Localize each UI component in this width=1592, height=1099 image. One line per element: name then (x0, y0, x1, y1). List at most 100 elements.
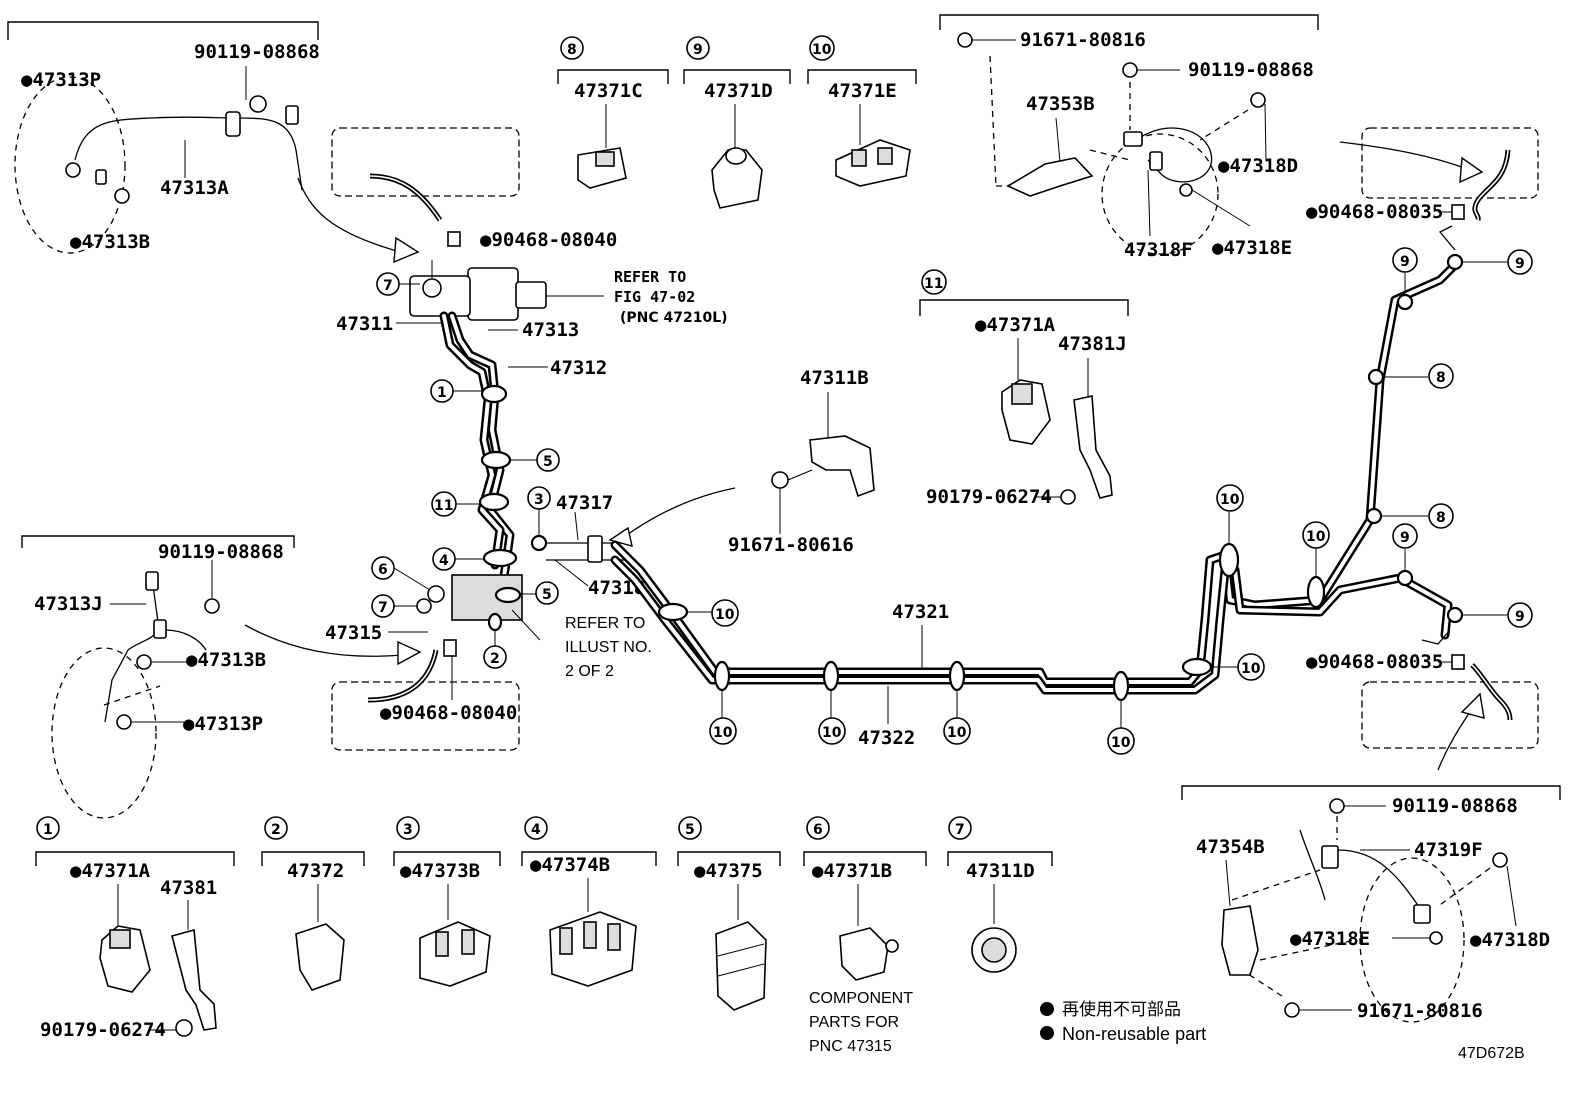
inset-box-mid-left (331, 681, 520, 751)
svg-text:10: 10 (713, 725, 733, 741)
label-47374B: ●47374B (530, 854, 610, 876)
label-47318E-top: ●47318E (1212, 237, 1292, 259)
component-line3: PNC 47315 (809, 1038, 892, 1055)
callout-3: 3 (527, 486, 551, 535)
label-47318F: 47318F (1124, 239, 1193, 261)
group-rear-right-hose: 90119-08868 47354B 47319F ●47318E ●47318… (1181, 785, 1561, 1023)
svg-text:4: 4 (531, 822, 541, 838)
clamp-set-7: 7 47311D (947, 816, 1053, 973)
label-47312: 47312 (550, 357, 607, 379)
svg-text:1: 1 (43, 822, 53, 838)
refer-fig-line1: REFER TO (614, 268, 686, 286)
label-47313: 47313 (522, 319, 579, 341)
callout-2: 2 (483, 630, 507, 669)
bracket-47311B-icon (809, 435, 875, 498)
label-47373B: ●47373B (400, 860, 480, 882)
legend-dot-jp (1040, 1002, 1054, 1016)
refer-illust-line3: 2 OF 2 (565, 663, 614, 680)
callout-7-lower: 7 (371, 594, 418, 618)
clamp-set-6: 6 ●47371B COMPONENT PARTS FOR PNC 47315 (803, 816, 927, 1055)
label-90179-06274-mid: 90179-06274 (926, 486, 1052, 508)
svg-text:1: 1 (437, 385, 447, 401)
label-47311: 47311 (336, 313, 393, 335)
label-47318D-top: ●47318D (1218, 155, 1298, 177)
svg-text:5: 5 (685, 822, 695, 838)
label-47371C: 47371C (574, 80, 643, 102)
label-47318: 47318 (588, 577, 645, 599)
label-47315: 47315 (325, 622, 382, 644)
svg-text:6: 6 (378, 562, 388, 578)
label-47371D: 47371D (704, 80, 773, 102)
clamp-set-4: 4 ●47374B (521, 816, 657, 987)
figure-id: 47D672B (1458, 1045, 1525, 1062)
legend-jp: 再使用不可部品 (1062, 999, 1181, 1020)
callout-7-top: 7 (376, 272, 420, 296)
svg-text:10: 10 (1241, 661, 1261, 677)
label-90468-08035-top: ●90468-08035 (1306, 201, 1443, 223)
clamps-10-main: 10 10 10 10 10 10 10 10 (657, 484, 1330, 755)
label-90468-08040-mid: ●90468-08040 (380, 702, 517, 724)
svg-text:7: 7 (383, 278, 393, 294)
group-front-right-hose: 90119-08868 47313J ●47313B ●47313P (21, 535, 422, 819)
label-90119-08868: 90119-08868 (194, 41, 320, 63)
legend: 再使用不可部品 Non-reusable part (1040, 999, 1206, 1044)
svg-text:10: 10 (1220, 492, 1240, 508)
svg-text:10: 10 (812, 42, 832, 58)
label-47371A-mid: ●47371A (975, 314, 1056, 336)
svg-text:9: 9 (1400, 530, 1410, 546)
label-90468-08035-bottom: ●90468-08035 (1306, 651, 1443, 673)
callout-4: 4 (432, 547, 484, 571)
svg-text:6: 6 (813, 822, 823, 838)
label-47313B: ●47313B (70, 231, 150, 253)
label-91671-80816-bottom: 91671-80816 (1357, 1000, 1483, 1022)
label-47372: 47372 (287, 860, 344, 882)
label-90468-08040-top: ●90468-08040 (480, 229, 617, 251)
clamp-set-1: 1 ●47371A 47381 90179-06274 (35, 816, 235, 1041)
group-front-left-hose: ●47313P 90119-08868 47313A ●47313B (7, 21, 420, 264)
svg-text:5: 5 (542, 587, 552, 603)
svg-text:9: 9 (1515, 256, 1525, 272)
svg-text:10: 10 (1111, 735, 1131, 751)
svg-text:5: 5 (543, 454, 553, 470)
label-47313P-mid: ●47313P (183, 713, 263, 735)
svg-text:10: 10 (947, 725, 967, 741)
label-47375: ●47375 (694, 860, 763, 882)
callout-5-lower: 5 (520, 581, 559, 605)
legend-dot-en (1040, 1026, 1054, 1040)
svg-text:2: 2 (490, 651, 500, 667)
component-line2: PARTS FOR (809, 1014, 899, 1031)
clamp-set-8: 8 47371C (557, 36, 669, 189)
callout-6: 6 (371, 556, 431, 591)
refer-fig-line2: FIG 47-02 (614, 288, 695, 306)
refer-illust-line2: ILLUST NO. (565, 639, 652, 656)
label-47371A-bottom: ●47371A (70, 860, 151, 882)
callout-5-upper: 5 (511, 448, 560, 472)
inset-box-top-left (331, 127, 520, 197)
label-91671-80616: 91671-80616 (728, 534, 854, 556)
label-47354B: 47354B (1196, 836, 1265, 858)
label-47313J: 47313J (34, 593, 103, 615)
clamp-set-2: 2 47372 (261, 816, 365, 991)
label-47311B: 47311B (800, 367, 869, 389)
label-47322: 47322 (858, 727, 915, 749)
label-90179-06274-bottom: 90179-06274 (40, 1019, 166, 1041)
label-47311D: 47311D (966, 860, 1035, 882)
label-90119-08868-top-right: 90119-08868 (1188, 59, 1314, 81)
label-47318D-bottom: ●47318D (1470, 929, 1550, 951)
clamp-1 (480, 384, 508, 404)
refer-illust-line1: REFER TO (565, 615, 645, 632)
clamp-set-10: 10 47371E (807, 35, 917, 187)
label-47318E-bottom: ●47318E (1290, 928, 1370, 950)
refer-fig-line3: (PNC 47210L) (620, 310, 728, 326)
svg-text:10: 10 (1306, 529, 1326, 545)
svg-text:11: 11 (924, 276, 943, 292)
component-line1: COMPONENT (809, 990, 913, 1007)
label-47381: 47381 (160, 877, 217, 899)
callout-11: 11 (431, 491, 480, 517)
svg-text:3: 3 (403, 822, 413, 838)
label-90119-08868-mid: 90119-08868 (158, 541, 284, 563)
inset-box-bottom-right (1361, 681, 1539, 749)
svg-text:7: 7 (378, 600, 388, 616)
svg-text:7: 7 (955, 822, 965, 838)
svg-text:10: 10 (715, 607, 735, 623)
